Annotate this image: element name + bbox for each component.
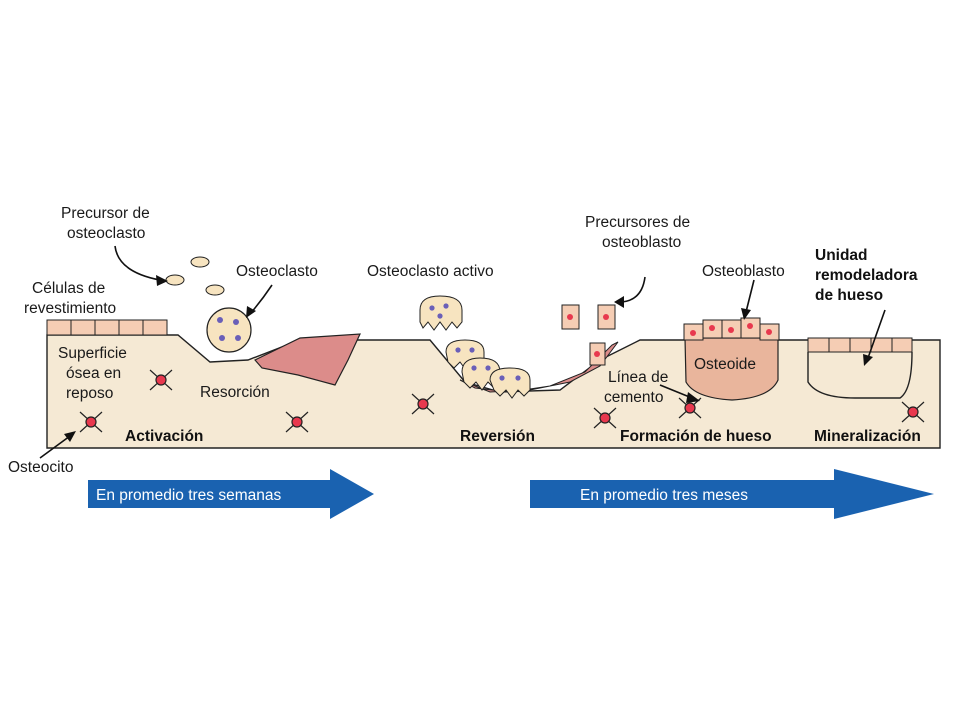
label-unidad-1: Unidad xyxy=(815,247,868,264)
phase-mineralizacion: Mineralización xyxy=(814,428,921,445)
label-superficie-3: reposo xyxy=(66,385,113,402)
label-osteoclasto: Osteoclasto xyxy=(236,263,318,280)
label-osteoide: Osteoide xyxy=(694,356,756,373)
label-unidad-2: remodeladora xyxy=(815,267,918,284)
label-celulas-rev-1: Células de xyxy=(32,280,105,297)
label-superficie-1: Superficie xyxy=(58,345,127,362)
phase-activacion: Activación xyxy=(125,428,203,445)
arrow-three-weeks-label: En promedio tres semanas xyxy=(96,487,281,504)
label-precursor-osteoclasto-2: osteoclasto xyxy=(67,225,145,242)
phase-reversion: Reversión xyxy=(460,428,535,445)
label-superficie-2: ósea en xyxy=(66,365,121,382)
active-osteoclasts xyxy=(419,295,531,399)
osteoclast-precursors xyxy=(165,256,225,296)
label-precursores-osteoblasto-2: osteoblasto xyxy=(602,234,681,251)
phase-formacion: Formación de hueso xyxy=(620,428,772,445)
osteoclast xyxy=(206,307,252,353)
osteoblast-precursors xyxy=(561,304,616,366)
label-osteoblasto: Osteoblasto xyxy=(702,263,785,280)
label-osteoclasto-activo: Osteoclasto activo xyxy=(367,263,494,280)
label-unidad-3: de hueso xyxy=(815,287,883,304)
bmu-outline xyxy=(807,351,913,399)
osteocytes xyxy=(79,369,925,433)
label-linea-2: cemento xyxy=(604,389,663,406)
label-osteocito: Osteocito xyxy=(8,459,73,476)
label-linea-1: Línea de xyxy=(608,369,668,386)
pointer-arrowheads xyxy=(64,275,873,442)
label-precursores-osteoblasto-1: Precursores de xyxy=(585,214,690,231)
label-resorcion: Resorción xyxy=(200,384,270,401)
arrow-three-months-label: En promedio tres meses xyxy=(580,487,748,504)
arrow-three-weeks xyxy=(88,469,374,519)
osteoid xyxy=(684,337,779,401)
resorption-zone xyxy=(254,333,361,386)
arrow-three-months xyxy=(530,469,934,519)
label-precursor-osteoclasto-1: Precursor de xyxy=(61,205,150,222)
label-celulas-rev-2: revestimiento xyxy=(24,300,116,317)
osteoblast-cells xyxy=(683,317,780,341)
lining-cells-left xyxy=(46,319,168,336)
lining-cells-right xyxy=(807,337,913,353)
